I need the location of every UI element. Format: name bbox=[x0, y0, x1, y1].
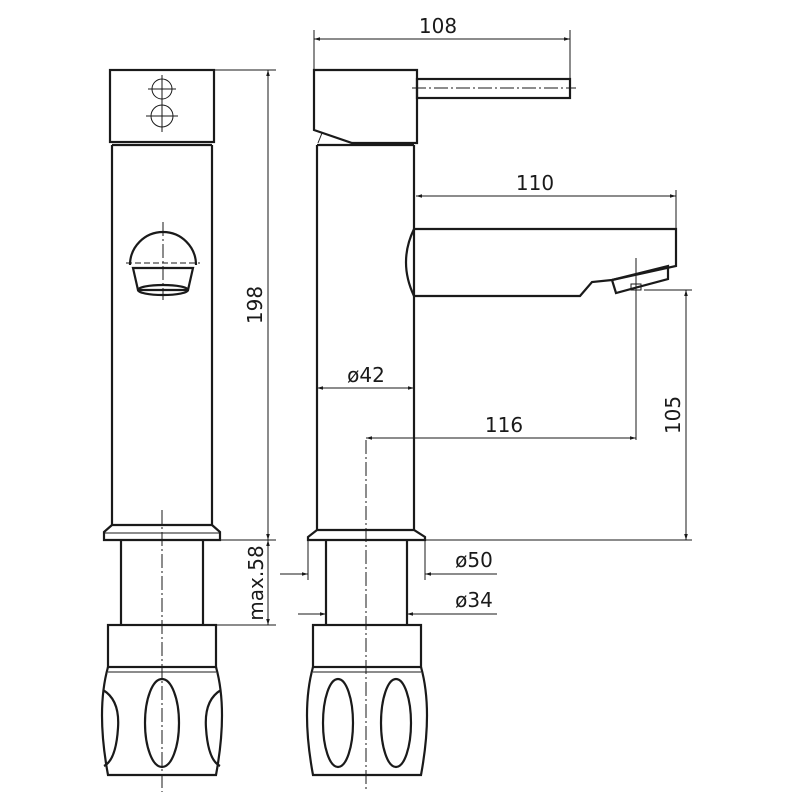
dimension-lever-length: 108 bbox=[313, 14, 571, 79]
dimension-total-height: 198 bbox=[214, 69, 276, 540]
side-nut bbox=[305, 623, 429, 777]
cap-hole-icons bbox=[146, 75, 178, 132]
label-d42: ø42 bbox=[347, 363, 385, 387]
label-max58: max.58 bbox=[244, 545, 268, 620]
label-d50: ø50 bbox=[455, 548, 493, 572]
label-198: 198 bbox=[243, 286, 267, 324]
dimension-spout-length: 110 bbox=[416, 171, 677, 229]
label-116: 116 bbox=[485, 413, 523, 437]
dimension-base-diameter: ø50 bbox=[280, 540, 497, 580]
label-110: 110 bbox=[516, 171, 554, 195]
front-lever-cap bbox=[108, 68, 216, 144]
label-d34: ø34 bbox=[455, 588, 493, 612]
dimension-shank-diameter: ø34 bbox=[298, 588, 497, 616]
dimension-outlet-reach: 116 bbox=[366, 413, 636, 440]
side-view: 108 110 ø42 116 105 bbox=[280, 14, 692, 792]
dimension-max-deck: max.58 bbox=[216, 539, 276, 626]
dimension-outlet-height: 105 bbox=[425, 289, 692, 541]
front-outlet-detail bbox=[126, 222, 200, 300]
dimension-body-diameter: ø42 bbox=[317, 363, 414, 390]
side-spout bbox=[404, 227, 678, 440]
side-lever-head bbox=[312, 68, 419, 145]
front-view: 198 max.58 bbox=[100, 68, 276, 792]
label-105: 105 bbox=[661, 396, 685, 434]
label-108: 108 bbox=[419, 14, 457, 38]
